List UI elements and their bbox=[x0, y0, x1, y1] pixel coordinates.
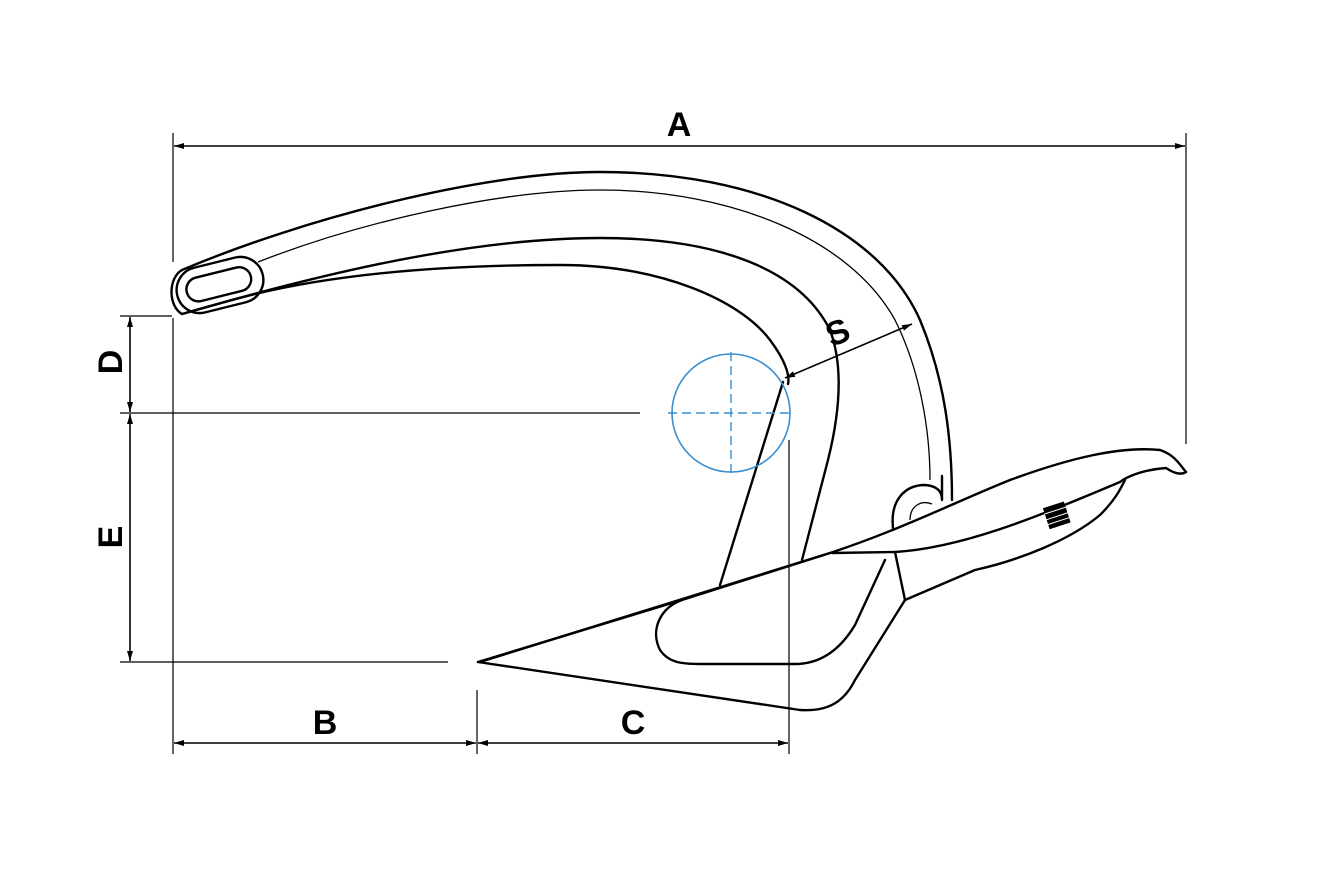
dim-b-label: B bbox=[313, 704, 338, 742]
fluke-pocket bbox=[655, 558, 887, 666]
ballast-block bbox=[1042, 501, 1071, 530]
hinge-knuckle bbox=[891, 474, 944, 530]
dimensions: A D E B C S bbox=[92, 106, 1187, 754]
shackle-reference bbox=[668, 352, 792, 474]
dim-e-label: E bbox=[92, 526, 130, 549]
dim-d-label: D bbox=[92, 350, 130, 375]
shackle-slot-outer bbox=[175, 255, 265, 315]
dim-s-label: S bbox=[820, 311, 855, 355]
fluke-lower-edge bbox=[476, 478, 1127, 712]
shank-eye-end bbox=[170, 268, 234, 316]
shank-stem bbox=[718, 380, 785, 587]
dim-a-label: A bbox=[667, 106, 692, 144]
shackle-slot-inner bbox=[185, 265, 253, 303]
anchor-outline bbox=[170, 170, 1188, 712]
fluke-tip-hook bbox=[1118, 466, 1188, 484]
dim-s-line bbox=[784, 323, 913, 379]
dim-c-label: C bbox=[621, 704, 646, 742]
fluke-rear-plate bbox=[830, 480, 1122, 555]
fluke-hinge-plate bbox=[893, 550, 907, 602]
fluke-ridge-line bbox=[478, 551, 832, 664]
shank-underside bbox=[230, 263, 790, 386]
shank-outer-edge bbox=[180, 170, 954, 502]
shank-lower-edge bbox=[180, 236, 840, 562]
hinge-hole bbox=[909, 502, 933, 521]
shank-inner-highlight bbox=[257, 189, 931, 481]
fluke-upper-edge bbox=[476, 448, 1188, 664]
